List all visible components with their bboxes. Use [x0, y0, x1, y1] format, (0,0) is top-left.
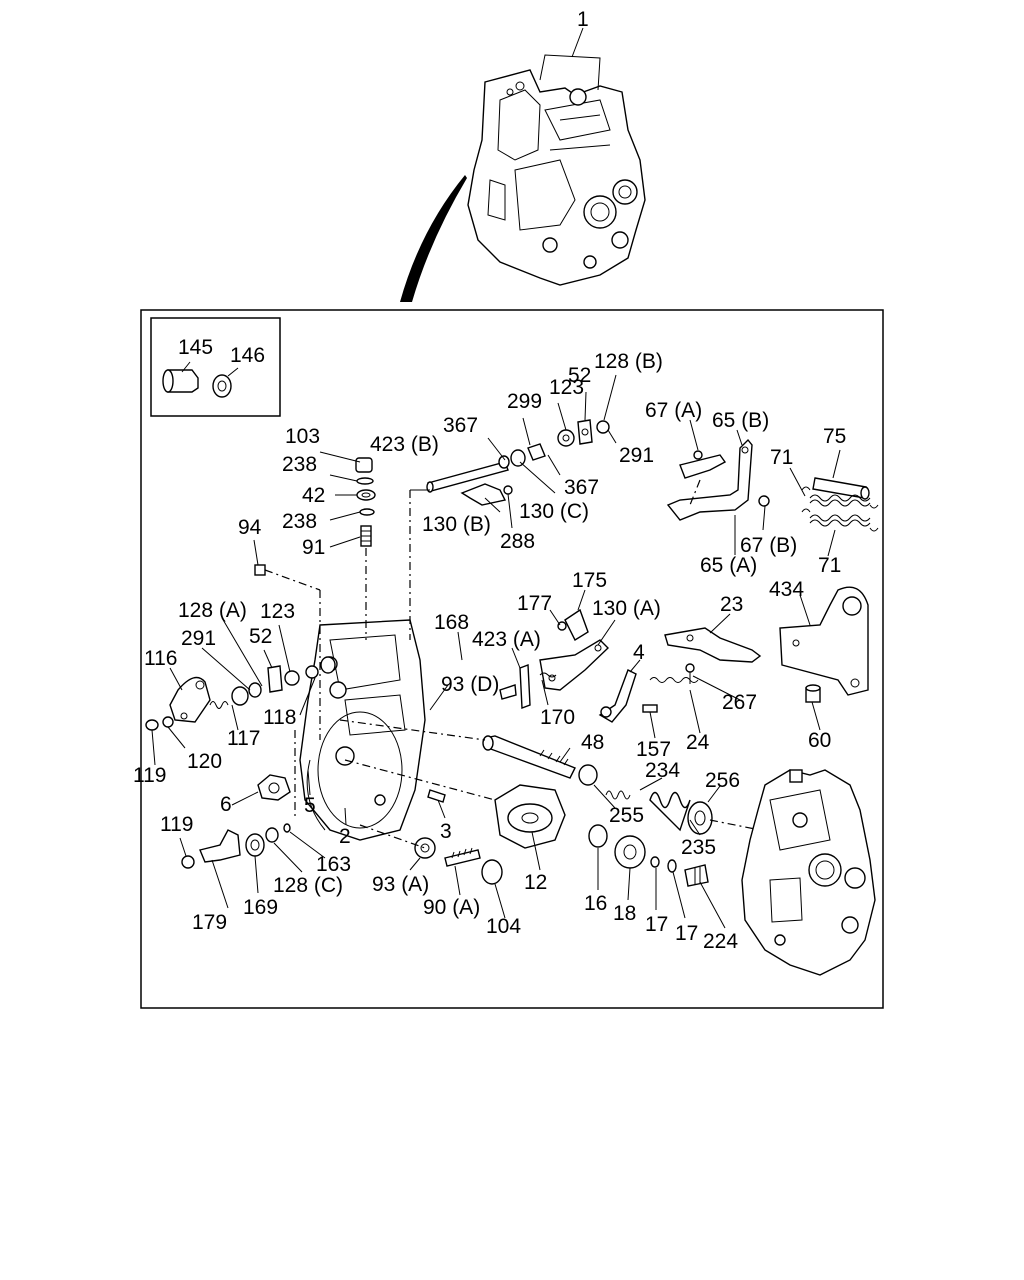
callout-4: 4	[633, 641, 645, 664]
callout-255: 255	[609, 804, 644, 827]
lever-assembly-175	[499, 608, 610, 709]
callout-42: 42	[302, 484, 325, 507]
plug-60	[805, 684, 821, 703]
plate-434	[779, 586, 869, 696]
callout-91: 91	[302, 536, 325, 559]
leader-lines	[151, 374, 841, 929]
callout-423a: 423 (A)	[472, 628, 541, 651]
callout-146: 146	[230, 344, 265, 367]
callout-128c: 128 (C)	[273, 874, 343, 897]
callout-16: 16	[584, 892, 607, 915]
part-6	[257, 774, 291, 801]
callout-71-lower: 71	[818, 554, 841, 577]
callout-18: 18	[613, 902, 636, 925]
callout-145: 145	[178, 336, 213, 359]
callout-120: 120	[187, 750, 222, 773]
callout-12: 12	[524, 871, 547, 894]
callout-123-upper: 123	[549, 376, 584, 399]
callout-52-upper: 52	[568, 364, 591, 387]
callout-48: 48	[581, 731, 604, 754]
callout-123-lower: 123	[260, 600, 295, 623]
callout-52-lower: 52	[249, 625, 272, 648]
callout-163: 163	[316, 853, 351, 876]
callout-93a: 93 (A)	[372, 873, 429, 896]
callout-94: 94	[238, 516, 262, 539]
callout-235: 235	[681, 836, 716, 859]
callout-423b: 423 (B)	[370, 433, 439, 456]
callout-65b: 65 (B)	[712, 409, 769, 432]
callout-128b: 128 (B)	[594, 350, 663, 373]
lever-4-and-spring-24	[598, 669, 699, 723]
callout-175: 175	[572, 569, 607, 592]
bracket-65	[666, 438, 770, 521]
right-middle-parts	[578, 764, 761, 887]
callout-119-lower: 119	[160, 813, 193, 836]
callout-67a: 67 (A)	[645, 399, 702, 422]
callout-238-upper: 238	[282, 453, 317, 476]
callout-3: 3	[440, 820, 452, 843]
callout-234: 234	[645, 759, 680, 782]
callout-168: 168	[434, 611, 469, 634]
callout-291-lower: 291	[181, 627, 216, 650]
detail-frame	[140, 309, 884, 1009]
springs-71-75	[801, 477, 879, 532]
callout-116: 116	[144, 647, 177, 670]
callout-130c: 130 (C)	[519, 500, 589, 523]
callout-238-lower: 238	[282, 510, 317, 533]
callout-130a: 130 (A)	[592, 597, 661, 620]
callout-119-upper: 119	[133, 764, 166, 787]
callout-23: 23	[720, 593, 743, 616]
callout-117: 117	[227, 727, 260, 750]
bolt-94	[254, 564, 321, 740]
callout-24: 24	[686, 731, 710, 754]
callout-65a: 65 (A)	[700, 554, 757, 577]
callout-291-upper: 291	[619, 444, 654, 467]
callout-90a: 90 (A)	[423, 896, 480, 919]
callout-93d: 93 (D)	[441, 673, 499, 696]
inset-box	[150, 317, 281, 417]
callout-17-first: 17	[645, 913, 668, 936]
linkage-23	[664, 627, 762, 684]
callout-128a: 128 (A)	[178, 599, 247, 622]
callout-75: 75	[823, 425, 846, 448]
callout-169: 169	[243, 896, 278, 919]
pump-body-right	[741, 769, 876, 976]
callout-299: 299	[507, 390, 542, 413]
callout-177: 177	[517, 592, 552, 615]
callout-1: 1	[577, 8, 589, 31]
callout-71-upper: 71	[770, 446, 793, 469]
callout-179: 179	[192, 911, 227, 934]
callout-157: 157	[636, 738, 671, 761]
callout-130b: 130 (B)	[422, 513, 491, 536]
callout-367-upper: 367	[443, 414, 478, 437]
callout-labels: 1 145 146 103 423 (B) 367 299 123 52 128…	[133, 8, 846, 953]
callout-118: 118	[263, 706, 296, 729]
callout-67b: 67 (B)	[740, 534, 797, 557]
flyweight-holder-12	[344, 759, 566, 849]
callout-6: 6	[220, 793, 232, 816]
callout-170: 170	[540, 706, 575, 729]
callout-60: 60	[808, 729, 831, 752]
callout-224: 224	[703, 930, 738, 953]
shaft-48	[339, 719, 576, 779]
plug-washer-stack	[355, 457, 376, 640]
callout-434: 434	[769, 578, 804, 601]
inset-parts	[162, 361, 239, 398]
callout-17-second: 17	[675, 922, 698, 945]
callout-367-lower: 367	[564, 476, 599, 499]
callout-2: 2	[339, 825, 351, 848]
overview-pointer-arrow	[400, 175, 467, 302]
callout-267: 267	[722, 691, 757, 714]
pump-assembly-overview	[467, 27, 646, 286]
callout-256: 256	[705, 769, 740, 792]
callout-103: 103	[285, 425, 320, 448]
callout-104: 104	[486, 915, 521, 938]
lower-center-parts	[359, 789, 503, 885]
callout-5: 5	[304, 794, 316, 817]
governor-housing	[299, 619, 426, 841]
callout-288: 288	[500, 530, 535, 553]
